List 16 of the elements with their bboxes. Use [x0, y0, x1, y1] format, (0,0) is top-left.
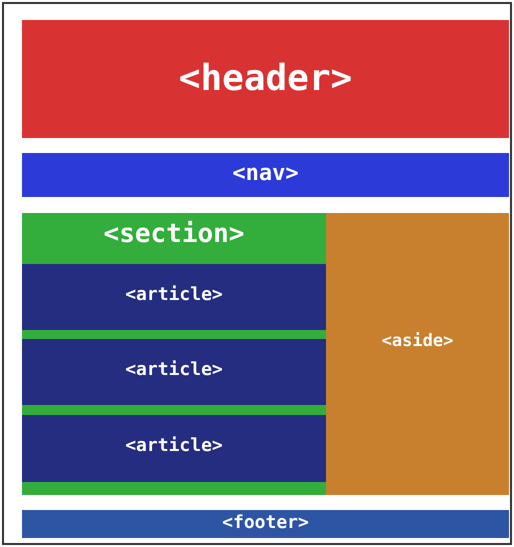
tag-label: <header> — [178, 58, 354, 99]
article-block — [22, 339, 326, 405]
tag-label: <article> — [124, 435, 224, 456]
tag-label: <section> — [102, 219, 246, 249]
article-block — [22, 264, 326, 330]
tag-label: <nav> — [231, 161, 300, 186]
footer-bar — [22, 510, 509, 538]
header-block — [22, 20, 509, 138]
tag-label: <aside> — [380, 331, 454, 351]
nav-bar — [22, 153, 509, 197]
tag-label: <footer> — [221, 512, 310, 533]
tag-label: <article> — [124, 284, 224, 305]
section-block — [22, 213, 326, 495]
aside-block — [326, 213, 509, 495]
tag-label: <article> — [124, 359, 224, 380]
article-block — [22, 415, 326, 482]
